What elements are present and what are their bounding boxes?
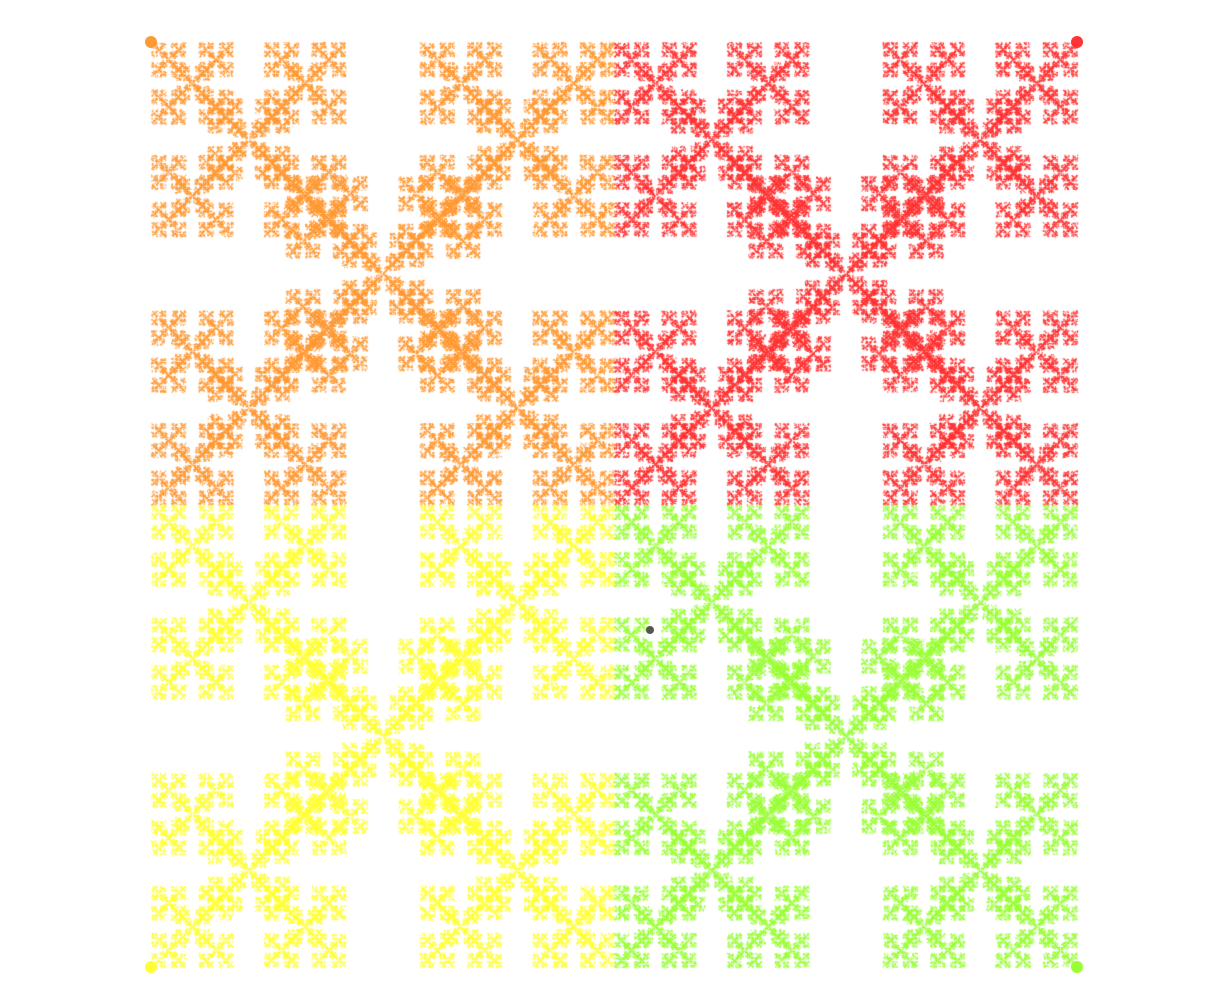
vertex-top-right <box>1071 36 1083 48</box>
vertex-bottom-left <box>145 961 157 973</box>
vertex-bottom-right <box>1071 961 1083 973</box>
current-point-marker <box>646 626 654 634</box>
vertex-top-left <box>145 36 157 48</box>
